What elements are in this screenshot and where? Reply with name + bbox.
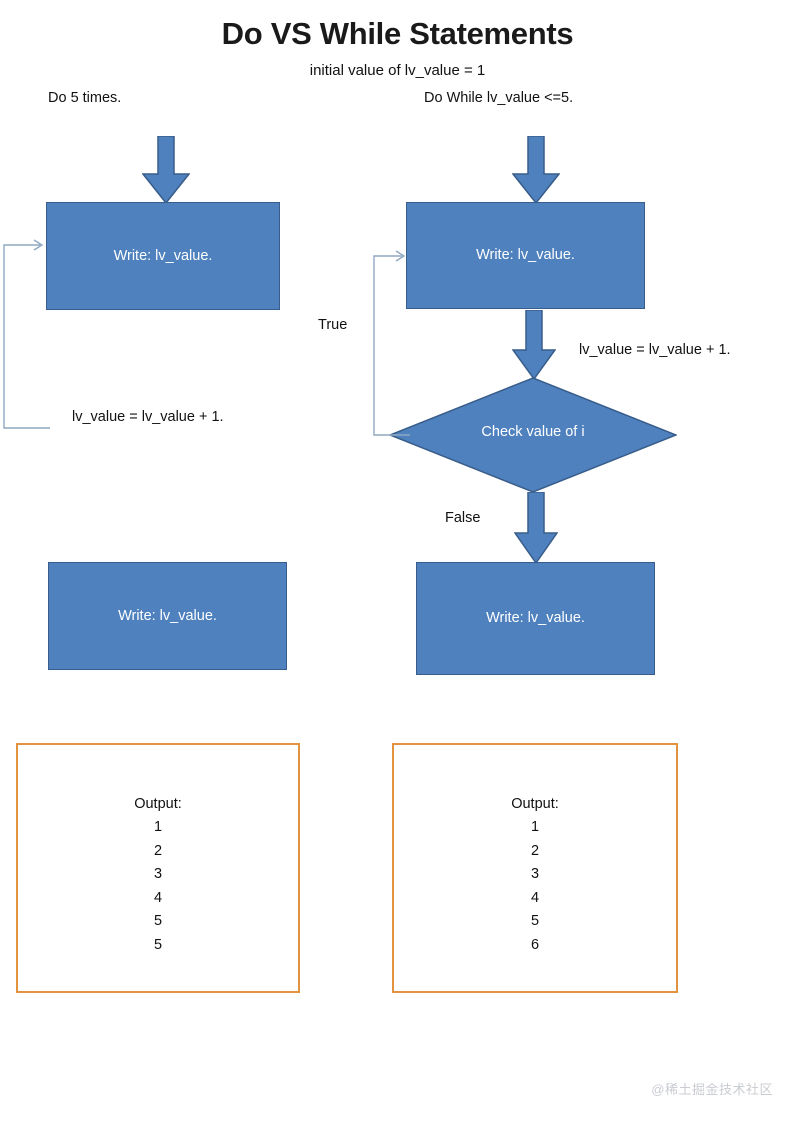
right-output-value: 5	[530, 913, 540, 930]
watermark: @稀土掘金技术社区	[651, 1082, 773, 1097]
right-process-top: Write: lv_value.	[406, 202, 645, 309]
right-increment-note: lv_value = lv_value + 1.	[579, 342, 731, 358]
left-output-content: Output: 1 2 3 4 5 5	[18, 793, 298, 957]
left-process-bottom: Write: lv_value.	[48, 562, 287, 670]
left-entry-arrow-icon	[142, 136, 190, 204]
left-loopback-connector-icon	[0, 238, 52, 433]
right-process-bottom-label: Write: lv_value.	[486, 610, 585, 627]
right-branch-true-label: True	[318, 317, 348, 333]
right-output-value: 4	[530, 889, 540, 906]
left-output-label: Output:	[134, 796, 182, 812]
left-process-top-label: Write: lv_value.	[113, 247, 213, 264]
right-process-to-decision-arrow-icon	[512, 310, 556, 380]
left-output-value: 1	[153, 819, 163, 836]
right-decision-diamond	[389, 377, 677, 493]
right-output-value: 3	[530, 866, 540, 883]
right-process-top-label: Write: lv_value.	[476, 247, 575, 264]
right-process-bottom: Write: lv_value.	[416, 562, 655, 675]
right-output-panel: Output: 1 2 3 4 5 6	[392, 743, 678, 993]
left-output-value: 5	[153, 913, 163, 930]
left-output-value: 4	[153, 889, 163, 906]
right-output-value: 6	[530, 936, 540, 953]
right-output-label: Output:	[511, 796, 559, 812]
left-output-value: 3	[153, 866, 163, 883]
right-branch-false-label: False	[445, 510, 481, 526]
left-output-value: 2	[153, 842, 163, 859]
right-output-content: Output: 1 2 3 4 5 6	[394, 793, 676, 957]
page-subtitle: initial value of lv_value = 1	[309, 62, 486, 79]
right-decision-to-process-arrow-icon	[514, 492, 558, 564]
page-title: Do VS While Statements	[221, 16, 574, 51]
left-process-bottom-label: Write: lv_value.	[118, 607, 217, 624]
left-output-value: 5	[153, 936, 163, 953]
right-column-heading: Do While lv_value <=5.	[424, 90, 574, 106]
right-loopback-connector-icon	[370, 250, 412, 440]
left-column-heading: Do 5 times.	[48, 90, 122, 106]
right-output-value: 1	[530, 819, 540, 836]
right-entry-arrow-icon	[512, 136, 560, 204]
left-process-top: Write: lv_value.	[46, 202, 280, 310]
left-increment-note: lv_value = lv_value + 1.	[72, 409, 224, 425]
left-output-panel: Output: 1 2 3 4 5 5	[16, 743, 300, 993]
right-output-value: 2	[530, 842, 540, 859]
